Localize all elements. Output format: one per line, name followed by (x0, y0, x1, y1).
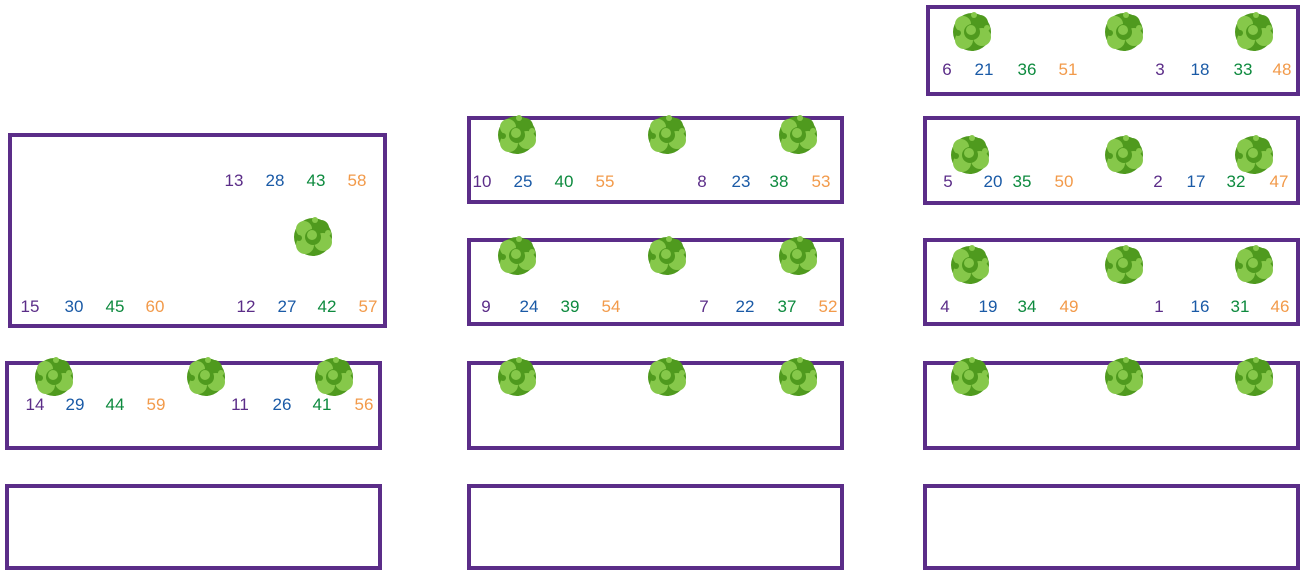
shrub-icon (1101, 132, 1147, 178)
plot-number: 43 (307, 172, 326, 189)
shrub-icon (775, 233, 821, 279)
plot-number: 31 (1231, 298, 1250, 315)
plot-number: 15 (21, 298, 40, 315)
shrub-icon (775, 112, 821, 158)
shrub-icon (947, 242, 993, 288)
plot-number: 57 (359, 298, 378, 315)
plot-number: 49 (1060, 298, 1079, 315)
plot-number: 55 (596, 173, 615, 190)
plot-number: 48 (1273, 61, 1292, 78)
plot-number: 34 (1018, 298, 1037, 315)
plot-number: 2 (1153, 173, 1162, 190)
plot-number: 17 (1187, 173, 1206, 190)
plot-number: 14 (26, 396, 45, 413)
plot-number: 50 (1055, 173, 1074, 190)
plot-number: 29 (66, 396, 85, 413)
shrub-icon (949, 9, 995, 55)
shrub-icon (494, 233, 540, 279)
plot-number: 53 (812, 173, 831, 190)
garden-bed-left-bottom (5, 484, 382, 570)
plot-number: 26 (273, 396, 292, 413)
plot-number: 21 (975, 61, 994, 78)
garden-bed-right-bottom (923, 484, 1300, 570)
plot-number: 3 (1155, 61, 1164, 78)
plot-number: 25 (514, 173, 533, 190)
plot-number: 52 (819, 298, 838, 315)
plot-number: 12 (237, 298, 256, 315)
plot-number: 22 (736, 298, 755, 315)
shrub-icon (1101, 242, 1147, 288)
plot-number: 11 (231, 396, 249, 413)
plot-number: 18 (1191, 61, 1210, 78)
plot-number: 56 (355, 396, 374, 413)
plot-number: 41 (313, 396, 332, 413)
shrub-icon (31, 354, 77, 400)
shrub-icon (1101, 9, 1147, 55)
shrub-icon (947, 354, 993, 400)
plot-number: 27 (278, 298, 297, 315)
plot-number: 30 (65, 298, 84, 315)
plot-number: 59 (147, 396, 166, 413)
plot-number: 47 (1270, 173, 1289, 190)
shrub-icon (775, 354, 821, 400)
plot-number: 32 (1227, 173, 1246, 190)
plot-number: 51 (1059, 61, 1078, 78)
plot-number: 28 (266, 172, 285, 189)
plot-number: 1 (1154, 298, 1163, 315)
plot-number: 16 (1191, 298, 1210, 315)
plot-number: 46 (1271, 298, 1290, 315)
plot-number: 6 (942, 61, 951, 78)
shrub-icon (311, 354, 357, 400)
plot-number: 24 (520, 298, 539, 315)
plot-number: 10 (473, 173, 492, 190)
plot-number: 19 (979, 298, 998, 315)
plot-number: 13 (225, 172, 244, 189)
plot-number: 5 (943, 173, 952, 190)
plot-number: 58 (348, 172, 367, 189)
plot-number: 23 (732, 173, 751, 190)
shrub-icon (644, 233, 690, 279)
shrub-icon (494, 112, 540, 158)
plot-number: 20 (984, 173, 1003, 190)
plot-number: 35 (1013, 173, 1032, 190)
shrub-icon (1231, 242, 1277, 288)
plot-number: 38 (770, 173, 789, 190)
plot-number: 4 (940, 298, 949, 315)
plot-number: 39 (561, 298, 580, 315)
shrub-icon (1101, 354, 1147, 400)
shrub-icon (183, 354, 229, 400)
plot-number: 54 (602, 298, 621, 315)
shrub-icon (644, 354, 690, 400)
plot-number: 8 (697, 173, 706, 190)
plot-number: 33 (1234, 61, 1253, 78)
plot-number: 60 (146, 298, 165, 315)
shrub-icon (1231, 9, 1277, 55)
plot-number: 36 (1018, 61, 1037, 78)
plot-number: 7 (699, 298, 708, 315)
shrub-icon (1231, 354, 1277, 400)
plot-number: 44 (106, 396, 125, 413)
plot-number: 40 (555, 173, 574, 190)
plot-number: 42 (318, 298, 337, 315)
garden-bed-middle-bottom (467, 484, 844, 570)
plot-number: 9 (481, 298, 490, 315)
plot-number: 37 (778, 298, 797, 315)
shrub-icon (290, 214, 336, 260)
plot-number: 45 (106, 298, 125, 315)
shrub-icon (494, 354, 540, 400)
shrub-icon (644, 112, 690, 158)
